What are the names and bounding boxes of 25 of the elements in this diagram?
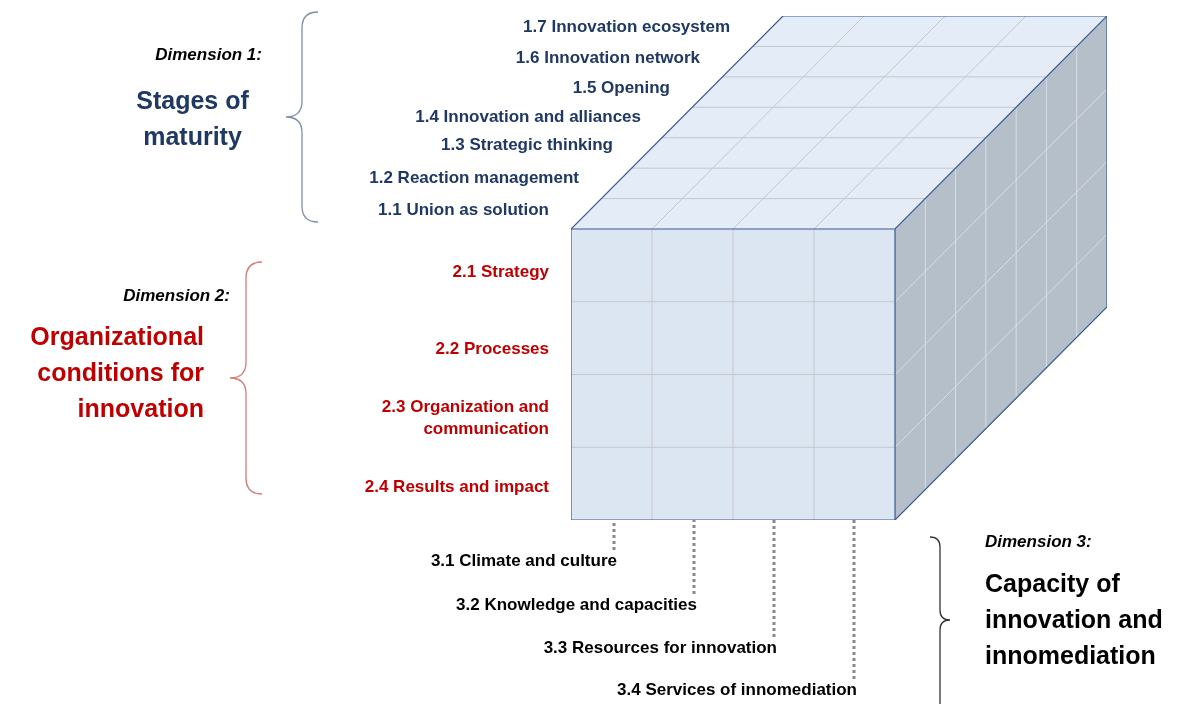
item-label: 2.3 Organization and communication <box>380 396 549 440</box>
item-label: 1.4 Innovation and alliances <box>415 106 641 128</box>
item-label: 3.1 Climate and culture <box>430 550 617 572</box>
dimension-heading: Dimension 2: <box>123 285 230 307</box>
dimension-title: Organizational conditions for innovation <box>29 321 204 424</box>
item-label: 1.3 Strategic thinking <box>441 134 613 156</box>
item-label: 3.2 Knowledge and capacities <box>456 594 697 616</box>
item-label: 3.3 Resources for innovation <box>543 637 777 659</box>
dimension-heading: Dimension 1: <box>155 44 262 66</box>
leader-line <box>772 520 776 637</box>
item-label: 1.1 Union as solution <box>378 199 549 221</box>
leader-line <box>852 520 856 679</box>
item-label: 2.2 Processes <box>435 338 549 360</box>
leader-line <box>692 520 696 594</box>
item-label: 1.7 Innovation ecosystem <box>523 16 730 38</box>
item-label: 1.2 Reaction management <box>369 167 579 189</box>
item-label: 2.4 Results and impact <box>364 476 549 498</box>
dimension-title: Capacity of innovation and innomediation <box>985 568 1164 671</box>
item-label: 2.1 Strategy <box>452 261 549 283</box>
item-label: 3.4 Services of innomediation <box>617 679 857 701</box>
leader-line <box>612 520 616 550</box>
item-label: 1.6 Innovation network <box>515 47 700 69</box>
dimension-heading: Dimension 3: <box>985 531 1092 553</box>
dimension-title: Stages of maturity <box>135 85 250 152</box>
item-label: 1.5 Opening <box>572 77 670 99</box>
